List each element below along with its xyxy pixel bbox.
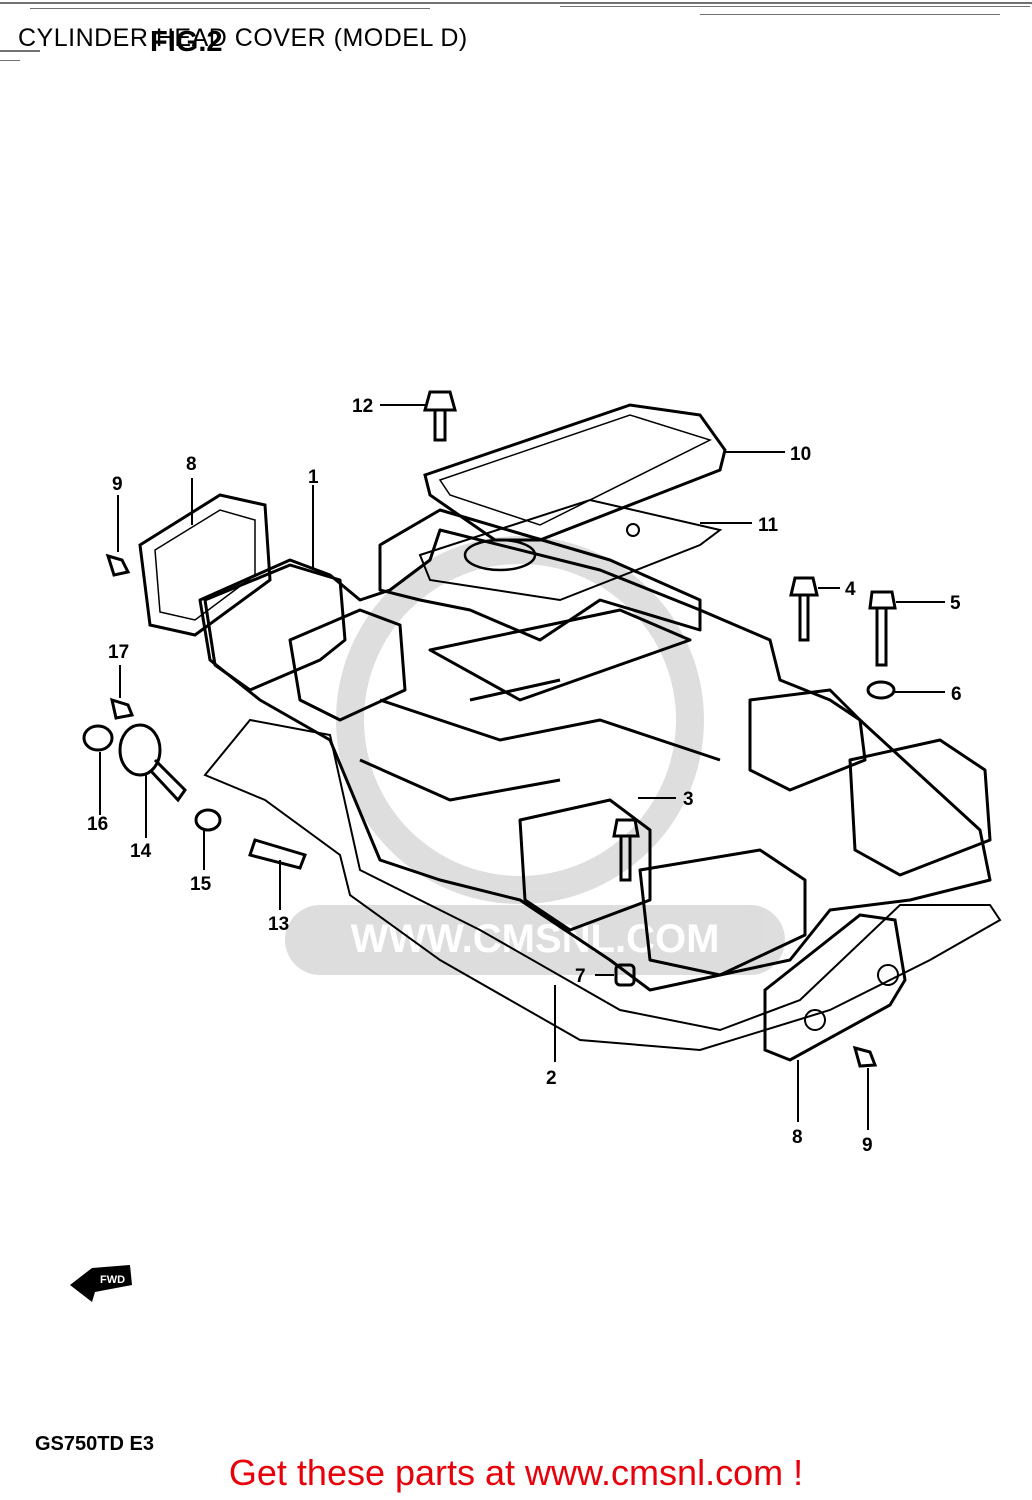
callout-16: 16	[87, 814, 108, 835]
breather-block	[378, 508, 702, 642]
screw-17-icon	[109, 697, 135, 720]
scan-noise	[0, 2, 1032, 61]
head-cover-gasket	[203, 718, 1002, 1052]
callout-17: 17	[108, 642, 129, 663]
callout-10: 10	[790, 444, 811, 465]
callout-1: 1	[308, 467, 319, 488]
callout-12: 12	[352, 396, 373, 417]
watermark-text: WWW.CMSNL.COM	[351, 917, 720, 961]
callout-13: 13	[268, 914, 289, 935]
bolt-4-icon	[789, 576, 819, 642]
bolt-3-icon	[612, 818, 640, 882]
callout-8-left: 8	[186, 454, 197, 475]
front-arrow-icon: FWD	[70, 1265, 132, 1302]
callout-2: 2	[546, 1068, 557, 1089]
callout-6: 6	[951, 684, 962, 705]
cylinder-head-cover-body	[198, 528, 992, 992]
diagram-title: CYLINDER HEAD COVER (MODEL D)	[18, 24, 468, 52]
callout-9-left: 9	[112, 474, 123, 495]
breather-cover	[423, 403, 727, 542]
screw-9-left-icon	[105, 553, 131, 577]
side-cap-left	[138, 493, 272, 637]
o-ring-15-icon	[194, 808, 222, 832]
callout-9-right: 9	[862, 1135, 873, 1156]
model-code: GS750TD E3	[35, 1433, 154, 1455]
washer-6-icon	[866, 680, 896, 700]
callout-7: 7	[575, 966, 586, 987]
cap-16-icon	[82, 724, 114, 752]
dowel-7-icon	[614, 963, 636, 987]
callout-15: 15	[190, 874, 212, 895]
callout-3: 3	[683, 789, 694, 810]
screw-9-right-icon	[852, 1045, 878, 1068]
breather-cover-gasket	[418, 498, 723, 602]
callout-4: 4	[845, 579, 856, 600]
side-cap-right	[763, 913, 907, 1062]
bolt-5-icon	[868, 590, 897, 667]
cta-link[interactable]: Get these parts at www.cmsnl.com !	[228, 1452, 804, 1493]
callout-11: 11	[758, 515, 779, 536]
callout-8-right: 8	[792, 1127, 803, 1148]
front-arrow-label: FWD	[100, 1274, 125, 1286]
sensor-13-icon	[248, 838, 307, 870]
callout-5: 5	[950, 593, 961, 614]
callout-14: 14	[130, 841, 152, 862]
bolt-12-icon	[423, 390, 457, 442]
fitting-14-icon	[118, 723, 187, 803]
figure-label: FIG.2	[150, 26, 223, 58]
